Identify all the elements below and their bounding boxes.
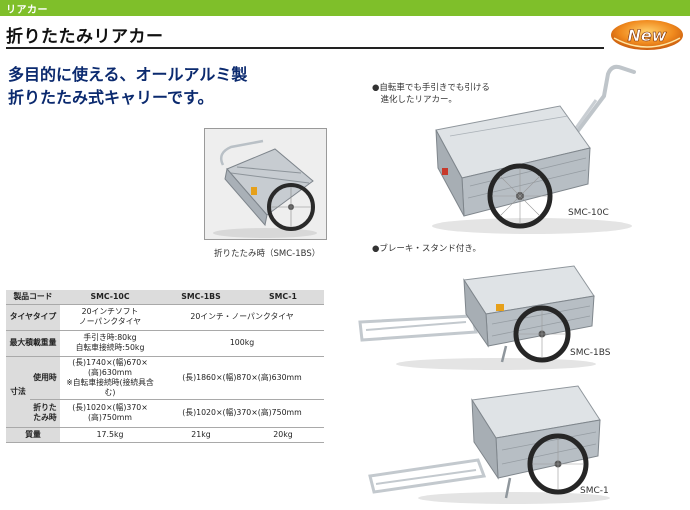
spec-header-smc-1: SMC-1 [242,290,324,305]
spec-in-use-smc-10c: (長)1740×(幅)670× (高)630mm ※自転車接続時(接続具含む) [60,356,160,400]
spec-row-load: 最大積載重量 手引き時:80kg 自転車接続時:50kg 100kg [6,330,324,357]
catchcopy-line1: 多目的に使える、オールアルミ製 [8,65,248,84]
spec-row-tire: タイヤタイプ 20インチソフト ノーパンクタイヤ 20インチ・ノーパンクタイヤ [6,304,324,331]
spec-weight-smc-1bs: 21kg [160,427,242,443]
cart-photo-smc-1bs [358,265,596,370]
folded-cart-photo [204,128,327,240]
spec-folded-smc-10c: (長)1020×(幅)370× (高)750mm [60,399,160,428]
spec-row-weight: 質量 17.5kg 21kg 20kg [6,427,324,443]
spec-row-folded: 折りた たみ時 (長)1020×(幅)370× (高)750mm (長)1020… [6,399,324,428]
spec-header-smc-10c: SMC-10C [60,290,160,305]
catchcopy: 多目的に使える、オールアルミ製 折りたたみ式キャリーです。 [8,63,247,109]
category-label: リアカー [6,5,48,16]
product-note-smc-1bs: ●ブレーキ・スタンド付き。 [372,244,481,254]
spec-tire-smc-10c: 20インチソフト ノーパンクタイヤ [60,304,160,331]
catchcopy-line2: 折りたたみ式キャリーです。 [8,88,214,107]
spec-weight-smc-1: 20kg [242,427,324,443]
spec-table: 製品コード SMC-10C SMC-1BS SMC-1 タイヤタイプ 20インチ… [6,290,324,443]
folded-cart-image [205,129,326,239]
spec-folded-other: (長)1020×(幅)370×(高)750mm [160,399,324,428]
cart-photo-smc-10c [432,64,636,234]
spec-in-use-other: (長)1860×(幅)870×(高)630mm [160,356,324,400]
spec-label-folded: 折りた たみ時 [30,399,60,428]
spec-header-row: 製品コード SMC-10C SMC-1BS SMC-1 [6,290,324,305]
spec-label-tire: タイヤタイプ [6,304,60,331]
model-label-smc-1bs: SMC-1BS [570,348,611,358]
category-bar: リアカー [0,0,690,16]
folded-photo-caption: 折りたたみ時（SMC-1BS） [214,249,321,259]
title-divider [6,47,604,49]
spec-load-smc-10c: 手引き時:80kg 自転車接続時:50kg [60,330,160,357]
spec-label-load: 最大積載重量 [6,330,60,357]
model-label-smc-1: SMC-1 [580,486,609,496]
cart-photo-smc-1 [368,385,610,504]
model-label-smc-10c: SMC-10C [568,208,609,218]
new-badge: New [609,18,685,52]
spec-label-in-use: 使用時 [30,356,60,400]
spec-weight-smc-10c: 17.5kg [60,427,160,443]
spec-label-weight: 質量 [6,427,60,443]
spec-header-smc-1bs: SMC-1BS [160,290,242,305]
new-badge-text: New [627,26,666,45]
spec-row-in-use: 寸法 使用時 (長)1740×(幅)670× (高)630mm ※自転車接続時(… [6,356,324,428]
spec-tire-other: 20インチ・ノーパンクタイヤ [160,304,324,331]
page-title: 折りたたみリアカー [6,27,164,47]
spec-label-size: 寸法 [6,356,30,428]
product-note-smc-10c: ●自転車でも手引きでも引ける 進化したリアカー。 [372,83,490,105]
spec-load-other: 100kg [160,330,324,357]
spec-header-code: 製品コード [6,290,60,305]
